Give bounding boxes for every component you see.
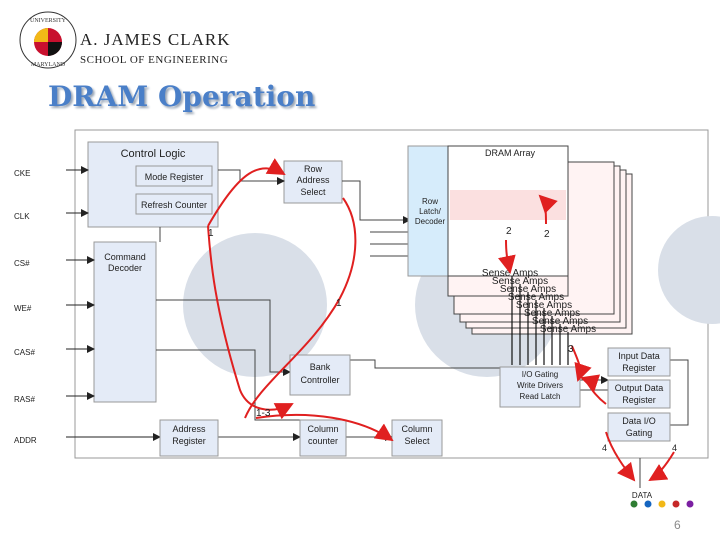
page-number: 6	[674, 518, 681, 532]
control-logic-label: Control Logic	[121, 148, 186, 160]
column-select-block	[391, 419, 443, 457]
step-label-4b: 4	[672, 443, 677, 453]
step-label-2b: 2	[544, 229, 550, 240]
signal-ras: RAS#	[14, 395, 35, 404]
data-io-gating-block	[607, 412, 671, 442]
svg-text:Sense Amps: Sense Amps	[532, 316, 588, 327]
column-counter-label-1: Column	[307, 424, 338, 434]
signal-cas: CAS#	[14, 348, 35, 357]
data-label: DATA	[632, 491, 653, 500]
svg-text:Sense Amps: Sense Amps	[492, 276, 548, 287]
step-label-2a: 2	[506, 226, 512, 237]
signal-cs: CS#	[14, 259, 30, 268]
decorative-dot	[630, 500, 638, 508]
svg-text:MARYLAND: MARYLAND	[31, 62, 66, 68]
svg-text:Sense Amps: Sense Amps	[516, 300, 572, 311]
mode-register-block	[135, 165, 213, 187]
operation-arrows	[207, 158, 675, 482]
command-decoder-block	[93, 241, 157, 403]
command-decoder-label-1: Command	[104, 252, 146, 262]
row-address-select-label-2: Address	[296, 175, 330, 185]
signal-we: WE#	[14, 304, 32, 313]
decorative-dot	[672, 500, 680, 508]
row-latch-decoder-block	[407, 145, 453, 277]
input-data-register-label-1: Input Data	[618, 351, 660, 361]
io-gating-block	[499, 366, 581, 408]
step-label-1b: 1	[336, 298, 342, 309]
dram-array-label: DRAM Array	[485, 148, 536, 158]
decorative-dot	[686, 500, 694, 508]
io-gating-label-3: Read Latch	[520, 392, 561, 401]
data-io-gating-label-1: Data I/O	[622, 416, 656, 426]
row-address-select-label-1: Row	[304, 164, 323, 174]
signal-inputs	[66, 166, 161, 441]
column-select-label-1: Column	[401, 424, 432, 434]
address-register-label-2: Register	[172, 436, 206, 446]
sense-amps-stack: Sense Amps Sense Amps Sense Amps Sense A…	[492, 276, 596, 335]
svg-text:Sense Amps: Sense Amps	[500, 284, 556, 295]
address-register-block	[159, 419, 219, 457]
sense-amps-bus	[511, 276, 569, 365]
row-latch-decoder-label-3: Decoder	[415, 217, 446, 226]
signal-clk: CLK	[14, 212, 30, 221]
step-label-1a: 1	[208, 228, 214, 239]
io-gating-label-1: I/O Gating	[522, 370, 558, 379]
mode-register-label: Mode Register	[145, 172, 204, 182]
row-address-select-label-3: Select	[300, 187, 326, 197]
dram-array-band	[450, 190, 566, 220]
row-latch-decoder-label-2: Latch/	[419, 207, 442, 216]
refresh-counter-label: Refresh Counter	[141, 200, 207, 210]
svg-text:UNIVERSITY: UNIVERSITY	[30, 18, 67, 24]
svg-text:Sense Amps: Sense Amps	[508, 292, 564, 303]
svg-text:Sense Amps: Sense Amps	[540, 324, 596, 335]
refresh-counter-block	[135, 193, 213, 215]
step-label-1-3: 1-3	[256, 408, 271, 419]
address-register-label-1: Address	[172, 424, 206, 434]
dram-block-diagram: Control Logic Mode Register Refresh Coun…	[0, 128, 720, 508]
output-data-register-label-1: Output Data	[615, 383, 664, 393]
bank-controller-label-2: Controller	[300, 375, 339, 385]
row-latch-decoder-label-1: Row	[422, 197, 438, 206]
svg-text:Sense Amps: Sense Amps	[524, 308, 580, 319]
slide-title: DRAM Operation	[48, 80, 316, 113]
signal-addr: ADDR	[14, 436, 37, 445]
logo-line2: SCHOOL OF ENGINEERING	[80, 54, 229, 66]
io-gating-label-2: Write Drivers	[517, 381, 563, 390]
bank-controller-label-1: Bank	[310, 362, 331, 372]
logo-line1: A. JAMES CLARK	[80, 30, 231, 49]
data-io-gating-label-2: Gating	[626, 428, 653, 438]
decorative-dot	[644, 500, 652, 508]
input-data-register-block	[607, 347, 671, 377]
command-decoder-label-2: Decoder	[108, 263, 142, 273]
column-counter-block	[299, 419, 347, 457]
output-data-register-label-2: Register	[622, 395, 656, 405]
bank-controller-block	[289, 354, 351, 396]
decorative-dots	[630, 500, 694, 508]
clark-school-logo: UNIVERSITY MARYLAND A. JAMES CLARK SCHOO…	[18, 10, 230, 70]
umd-seal-icon: UNIVERSITY MARYLAND	[19, 11, 77, 69]
output-data-register-block	[607, 379, 671, 409]
column-select-label-2: Select	[404, 436, 430, 446]
decorative-dot	[658, 500, 666, 508]
input-data-register-label-2: Register	[622, 363, 656, 373]
step-label-3: 3	[568, 344, 574, 355]
column-counter-label-2: counter	[308, 436, 338, 446]
step-label-4a: 4	[602, 443, 607, 453]
signal-cke: CKE	[14, 169, 30, 178]
